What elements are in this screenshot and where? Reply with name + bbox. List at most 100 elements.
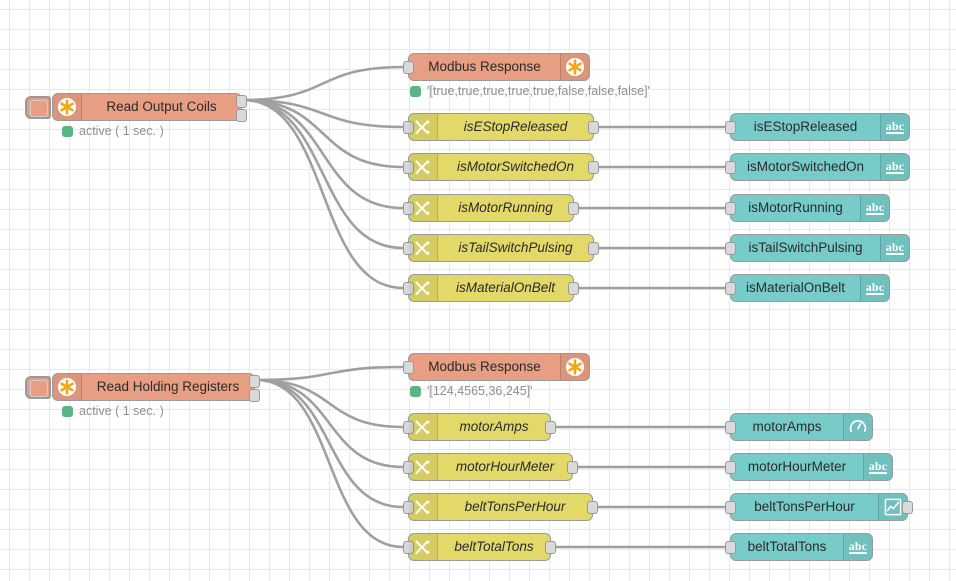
- output-port[interactable]: [588, 161, 599, 174]
- change-node[interactable]: isMaterialOnBelt: [403, 274, 579, 302]
- output-port[interactable]: [902, 501, 913, 514]
- abc-icon: abc: [885, 158, 905, 175]
- output-port[interactable]: [588, 121, 599, 134]
- input-port[interactable]: [725, 161, 736, 174]
- wire[interactable]: [241, 98, 405, 290]
- change-swap-icon: [415, 420, 430, 435]
- node-label: beltTonsPerHour: [464, 499, 566, 515]
- change-node[interactable]: beltTotalTons: [403, 533, 556, 561]
- input-port[interactable]: [403, 361, 414, 374]
- input-port[interactable]: [403, 541, 414, 554]
- node-label: Read Output Coils: [106, 99, 217, 115]
- change-node[interactable]: isEStopReleased: [403, 113, 599, 141]
- input-port[interactable]: [403, 421, 414, 434]
- wire[interactable]: [241, 98, 405, 129]
- change-swap-icon: [415, 160, 430, 175]
- wire[interactable]: [254, 378, 405, 429]
- node-status: '[true,true,true,true,true,false,false,f…: [410, 84, 650, 98]
- output-port-1[interactable]: [249, 375, 260, 388]
- inject-button[interactable]: [25, 96, 51, 119]
- debug-node[interactable]: motorHourMeter abc: [725, 453, 893, 481]
- modbus-asterisk-icon: [566, 58, 584, 76]
- debug-node[interactable]: beltTonsPerHour: [725, 493, 913, 521]
- change-swap-icon: [415, 281, 430, 296]
- inject-button[interactable]: [25, 376, 51, 399]
- node-status: '[124,4565,36,245]': [410, 384, 533, 398]
- input-port[interactable]: [403, 202, 414, 215]
- node-icon-slot: [409, 534, 438, 560]
- input-port[interactable]: [725, 501, 736, 514]
- debug-node[interactable]: motorAmps: [725, 413, 873, 441]
- output-port-1[interactable]: [236, 95, 247, 108]
- node-icon-slot: [409, 414, 438, 440]
- output-port[interactable]: [587, 501, 598, 514]
- wire[interactable]: [254, 378, 405, 469]
- change-node[interactable]: isMotorRunning: [403, 194, 579, 222]
- input-port[interactable]: [725, 461, 736, 474]
- change-node[interactable]: motorAmps: [403, 413, 556, 441]
- modbus-asterisk-icon: [58, 378, 76, 396]
- node-icon-slot: abc: [860, 275, 889, 301]
- status-text: '[true,true,true,true,true,false,false,f…: [427, 84, 650, 98]
- node-label: isMotorRunning: [748, 200, 843, 216]
- input-port[interactable]: [403, 161, 414, 174]
- output-port-2[interactable]: [249, 389, 260, 402]
- output-port[interactable]: [568, 282, 579, 295]
- output-port[interactable]: [545, 541, 556, 554]
- change-node[interactable]: beltTonsPerHour: [403, 493, 598, 521]
- node-label: Modbus Response: [428, 359, 541, 375]
- change-node[interactable]: isMotorSwitchedOn: [403, 153, 599, 181]
- node-label: isMaterialOnBelt: [455, 280, 556, 296]
- output-port[interactable]: [567, 461, 578, 474]
- change-node[interactable]: isTailSwitchPulsing: [403, 234, 599, 262]
- input-port[interactable]: [725, 121, 736, 134]
- output-port-2[interactable]: [236, 109, 247, 122]
- input-port[interactable]: [725, 282, 736, 295]
- node-icon-slot: [409, 275, 438, 301]
- wire[interactable]: [254, 378, 405, 549]
- input-port[interactable]: [725, 242, 736, 255]
- node-label: isEStopReleased: [753, 119, 858, 135]
- wire[interactable]: [241, 65, 405, 102]
- input-port[interactable]: [403, 282, 414, 295]
- node-icon-slot: [560, 354, 589, 380]
- input-port[interactable]: [725, 202, 736, 215]
- wire[interactable]: [241, 98, 405, 210]
- change-swap-icon: [415, 500, 430, 515]
- input-port[interactable]: [725, 541, 736, 554]
- modbus-response-node[interactable]: Modbus Response: [403, 53, 590, 81]
- input-port[interactable]: [403, 242, 414, 255]
- node-icon-slot: abc: [880, 235, 909, 261]
- input-port[interactable]: [725, 421, 736, 434]
- input-port[interactable]: [403, 121, 414, 134]
- wire[interactable]: [241, 98, 405, 250]
- change-swap-icon: [415, 460, 430, 475]
- node-label: beltTotalTons: [454, 539, 534, 555]
- output-port[interactable]: [568, 202, 579, 215]
- node-icon-slot: abc: [863, 454, 892, 480]
- node-label: motorHourMeter: [747, 459, 847, 475]
- output-port[interactable]: [588, 242, 599, 255]
- input-port[interactable]: [403, 61, 414, 74]
- input-port[interactable]: [403, 461, 414, 474]
- status-dot: [410, 85, 421, 97]
- modbus-response-node[interactable]: Modbus Response: [403, 353, 590, 381]
- change-swap-icon: [415, 540, 430, 555]
- change-node[interactable]: motorHourMeter: [403, 453, 578, 481]
- wire[interactable]: [254, 365, 405, 382]
- wire[interactable]: [241, 98, 405, 169]
- modbus-read-node[interactable]: Read Holding Registers: [25, 373, 260, 402]
- output-port[interactable]: [545, 421, 556, 434]
- node-icon-slot: [409, 494, 438, 520]
- modbus-read-node[interactable]: Read Output Coils: [25, 93, 247, 122]
- input-port[interactable]: [403, 501, 414, 514]
- gauge-icon: [849, 420, 867, 433]
- wire[interactable]: [254, 378, 405, 509]
